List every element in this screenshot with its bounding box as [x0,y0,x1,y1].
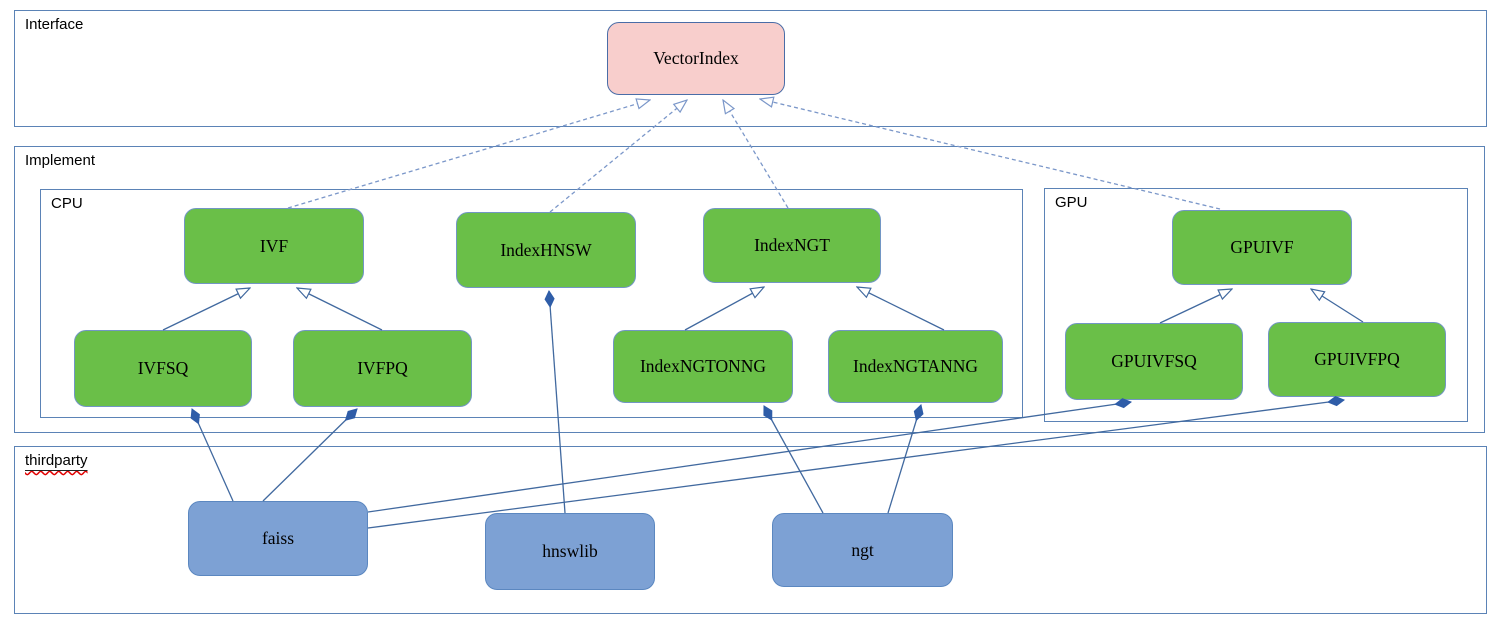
node-gpuivfsq-label: GPUIVFSQ [1111,351,1197,371]
node-ngt[interactable]: ngt [772,513,953,587]
container-interface-label: Interface [25,16,84,33]
node-gpuivfpq[interactable]: GPUIVFPQ [1268,322,1446,397]
node-ivf[interactable]: IVF [184,208,364,284]
node-ivfsq-label: IVFSQ [137,358,189,378]
node-ivf-label: IVF [259,235,289,256]
node-ivfpq[interactable]: IVFPQ [293,330,472,407]
node-ivfsq[interactable]: IVFSQ [74,330,252,407]
node-gpuivfpq-label: GPUIVFPQ [1314,349,1400,369]
node-indexngt[interactable]: IndexNGT [703,208,881,283]
node-indexngtonng[interactable]: IndexNGTONNG [613,330,793,403]
node-vectorindex-label: VectorIndex [653,48,739,68]
container-cpu-label: CPU [51,195,83,212]
node-ivfpq-label: IVFPQ [357,358,408,378]
node-indexngtanng[interactable]: IndexNGTANNG [828,330,1003,403]
node-vectorindex[interactable]: VectorIndex [607,22,785,95]
container-implement-label: Implement [25,152,96,169]
node-gpuivf[interactable]: GPUIVF [1172,210,1352,285]
node-faiss-label: faiss [261,528,295,548]
node-faiss[interactable]: faiss [188,501,368,576]
container-thirdparty-label: thirdparty [25,452,88,469]
container-thirdparty-label-text: thirdparty [25,452,88,469]
node-hnswlib-label: hnswlib [542,541,598,561]
node-ngt-label: ngt [851,539,874,560]
node-indexhnsw[interactable]: IndexHNSW [456,212,636,288]
container-gpu-label: GPU [1055,194,1088,211]
node-gpuivf-label: GPUIVF [1230,237,1294,257]
node-indexngtonng-label: IndexNGTONNG [639,356,767,376]
node-hnswlib[interactable]: hnswlib [485,513,655,590]
node-indexhnsw-label: IndexHNSW [500,239,592,260]
node-indexngt-label: IndexNGT [754,235,830,255]
node-gpuivfsq[interactable]: GPUIVFSQ [1065,323,1243,400]
node-indexngtanng-label: IndexNGTANNG [853,356,978,376]
